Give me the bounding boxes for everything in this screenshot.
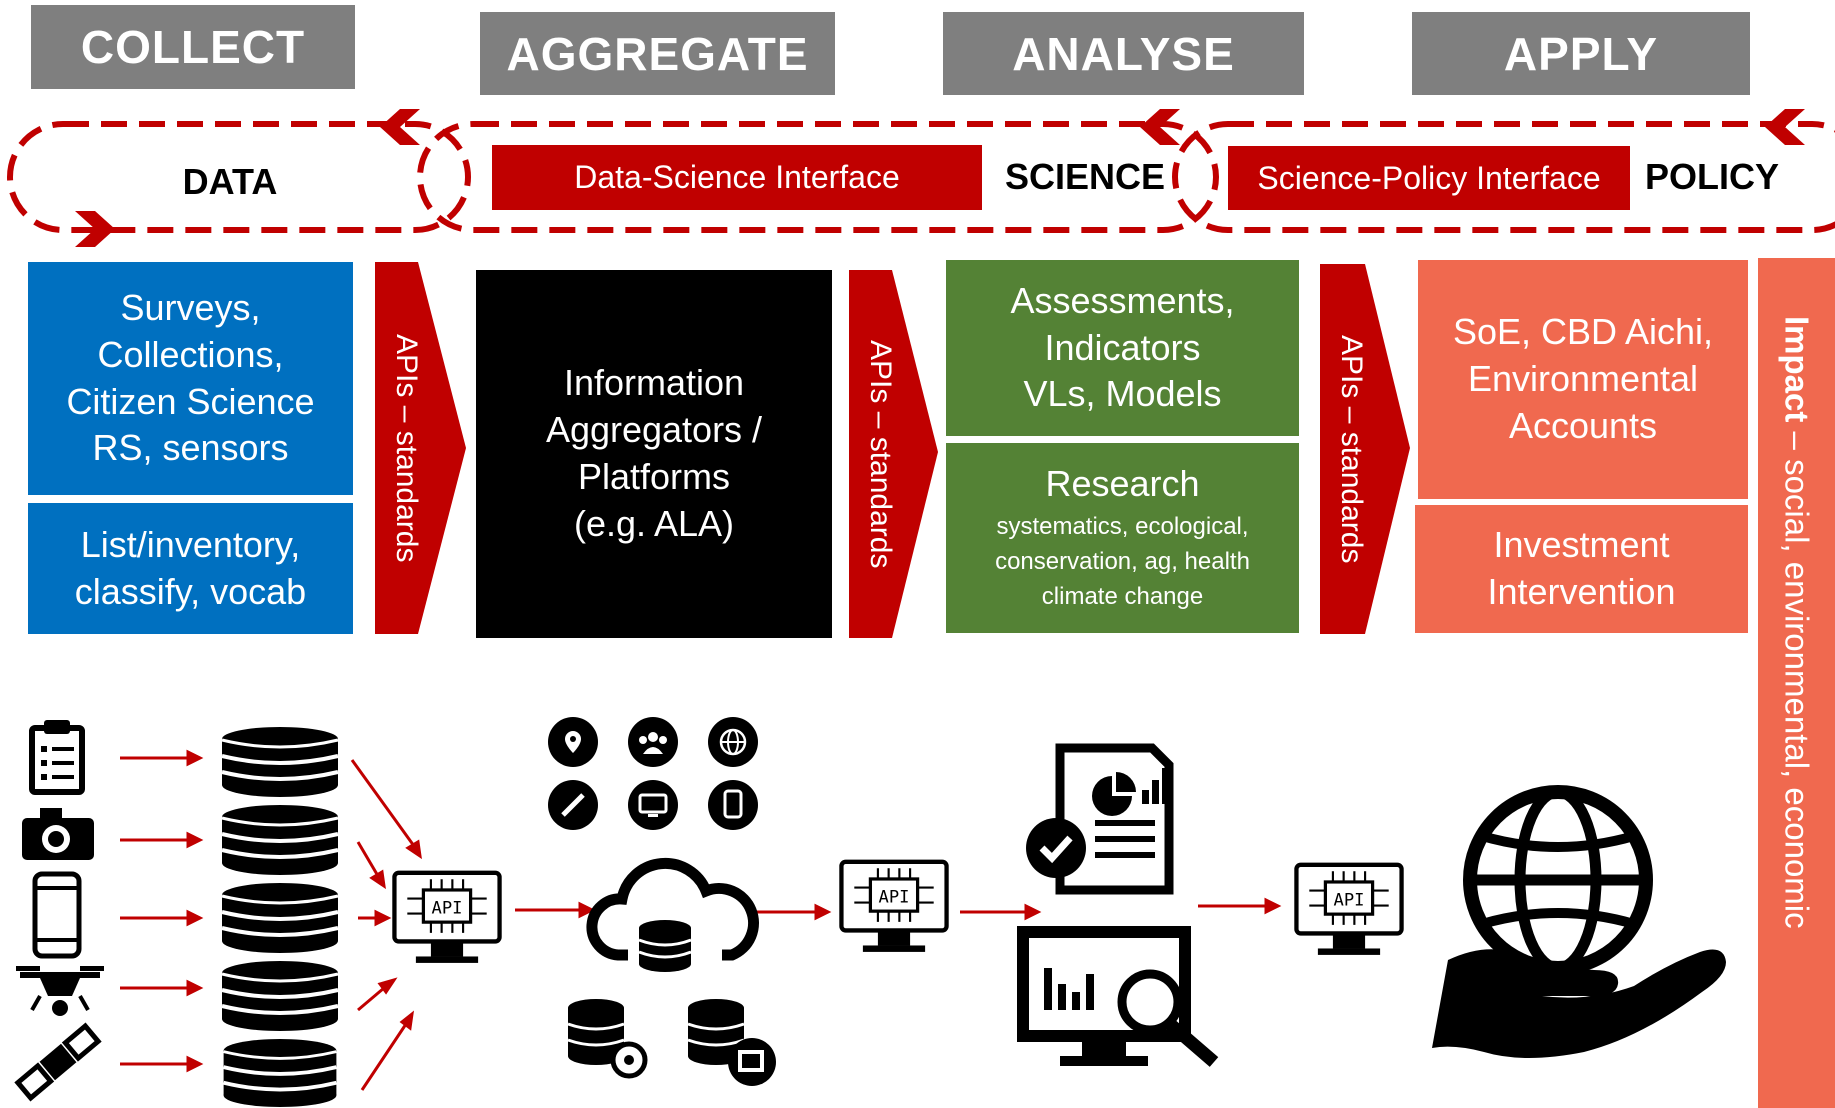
collect-source-line: RS, sensors xyxy=(92,427,289,469)
stage-collect: COLLECT xyxy=(31,5,355,89)
research-topic: systematics, ecological, xyxy=(996,513,1249,541)
policy-line: Accounts xyxy=(1508,404,1658,446)
api-chevron-2 xyxy=(849,270,938,638)
aggregator-line: (e.g. ALA) xyxy=(573,502,735,544)
api-chevron-1 xyxy=(375,262,466,634)
drone-icon xyxy=(16,966,104,1016)
research-box: Research systematics, ecological, conser… xyxy=(946,443,1299,633)
impact-bar: Impact – social, environmental, economic xyxy=(1758,258,1835,1108)
camera-icon xyxy=(22,808,94,860)
aggregator-line: Platforms xyxy=(577,456,731,497)
policy-label: POLICY xyxy=(1644,156,1779,197)
assessment-line: Indicators xyxy=(1044,326,1201,368)
api-label-1-wrap: APIs – standards xyxy=(375,262,437,634)
science-policy-interface: Science-Policy Interface xyxy=(1228,146,1630,210)
cloud-database-icon xyxy=(586,857,760,972)
api-chevron-3 xyxy=(1320,264,1410,634)
collect-source-line: Citizen Science xyxy=(66,380,315,422)
policy-line: SoE, CBD Aichi, xyxy=(1452,311,1714,353)
assessment-line: Assessments, xyxy=(1010,279,1235,321)
collect-source-line: Collections, xyxy=(97,333,284,375)
investment-line: Investment xyxy=(1493,524,1670,566)
cycle-arrow-1 xyxy=(380,109,420,145)
investment-box: Investment Intervention xyxy=(1415,505,1748,633)
aggregators-box: Information Aggregators / Platforms (e.g… xyxy=(476,270,832,638)
data-science-interface: Data-Science Interface xyxy=(492,145,982,210)
collect-curation-line: List/inventory, xyxy=(80,523,301,565)
api-label-2-wrap: APIs – standards xyxy=(849,270,911,638)
cycle-arrow-4 xyxy=(75,211,115,247)
aggregator-line: Information xyxy=(563,362,745,404)
investment-line: Intervention xyxy=(1487,571,1676,612)
aggregator-line: Aggregators / xyxy=(545,409,763,451)
cycle-arrow-2 xyxy=(1140,109,1180,145)
satellite-icon xyxy=(14,1022,102,1102)
pencil-icon xyxy=(548,780,598,830)
research-topic: conservation, ag, health xyxy=(995,548,1250,575)
collect-sources-box: Surveys, Collections, Citizen Science RS… xyxy=(28,262,353,495)
impact-bold: Impact xyxy=(1778,316,1816,423)
policy-outputs-box: SoE, CBD Aichi, Environmental Accounts xyxy=(1418,260,1748,499)
clipboard-icon xyxy=(29,720,85,795)
data-label: DATA xyxy=(182,161,278,202)
science-label: SCIENCE xyxy=(1004,156,1166,197)
collect-source-line: Surveys, xyxy=(120,286,261,328)
database-icon xyxy=(221,1038,339,1108)
api-standards-label: APIs – standards xyxy=(1335,334,1368,564)
database-icon xyxy=(220,882,340,954)
api-label-3-wrap: APIs – standards xyxy=(1320,264,1382,634)
stage-aggregate: AGGREGATE xyxy=(480,12,835,95)
api-standards-label: APIs – standards xyxy=(390,333,423,563)
tablet-icon xyxy=(708,780,758,830)
impact-rest: – social, environmental, economic xyxy=(1778,422,1816,929)
people-icon xyxy=(628,717,678,767)
research-topic: climate change xyxy=(1041,582,1204,610)
database-images-icon xyxy=(687,999,776,1086)
database-gear-icon xyxy=(567,999,648,1079)
cycle-arrow-3 xyxy=(1765,109,1805,145)
stage-analyse: ANALYSE xyxy=(943,12,1304,95)
database-icon xyxy=(220,804,340,876)
report-icon xyxy=(1026,743,1174,895)
impact-text: Impact – social, environmental, economic xyxy=(1778,316,1816,929)
phone-icon xyxy=(32,871,82,959)
policy-line: Environmental xyxy=(1467,358,1699,400)
globe-in-hand-icon xyxy=(1432,785,1726,1058)
collect-curation-line: classify, vocab xyxy=(74,570,307,612)
database-icon xyxy=(220,726,340,798)
api-monitor-icon xyxy=(841,862,946,952)
api-monitor-icon xyxy=(1296,865,1401,955)
globe-icon xyxy=(708,717,758,767)
api-standards-label: APIs – standards xyxy=(864,339,897,569)
analytics-monitor-icon xyxy=(1017,926,1219,1067)
stage-apply: APPLY xyxy=(1412,12,1750,95)
database-icon xyxy=(220,960,340,1032)
location-icon xyxy=(548,717,598,767)
assessments-box: Assessments, Indicators VLs, Models xyxy=(946,260,1299,436)
collect-curation-box: List/inventory, classify, vocab xyxy=(28,503,353,634)
monitor-icon xyxy=(628,780,678,830)
api-monitor-icon xyxy=(394,873,499,963)
assessment-line: VLs, Models xyxy=(1023,373,1222,415)
research-title: Research xyxy=(1045,463,1200,505)
